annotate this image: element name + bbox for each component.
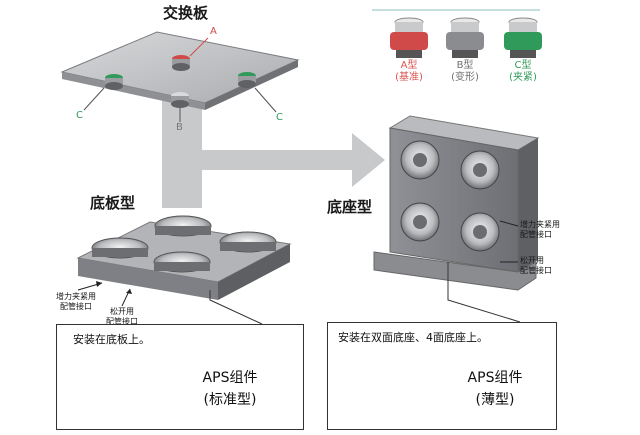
marker-a: A [210,26,217,37]
type-b-sample [446,17,484,58]
type-a-name: (基准) [395,72,423,83]
tower-chuck-3 [400,202,440,242]
flow-arrow [162,100,385,208]
panel-standard-title: APS组件 [202,370,258,386]
port-left-clamp: 增力夹紧用 配管接口 [56,292,96,311]
pin-a [172,55,190,71]
chuck-2 [154,215,212,237]
type-c-name: (夹紧) [509,72,537,83]
type-b-name: (变形) [451,72,479,83]
type-b-code: B型 [456,60,474,71]
marker-c-right: C [276,112,283,123]
baseplate-type-title: 底板型 [90,194,136,212]
type-a-code: A型 [400,60,418,71]
type-c-sample [504,17,542,58]
panel-standard-caption: 安装在底板上。 [73,333,150,346]
base-tower-unit [373,115,540,291]
port-left-release: 松开用 配管接口 [106,307,138,326]
panel-standard-subtitle: (标准型) [203,392,257,408]
marker-c-left: C [76,110,83,121]
type-c-code: C型 [514,60,532,71]
exchange-plate [60,31,300,122]
callout-right [447,262,521,323]
pin-c-left [105,74,123,90]
pin-b [171,92,189,108]
callout-left [209,290,263,325]
chuck-1 [91,237,149,259]
tower-chuck-1 [400,140,440,180]
panel-thin-subtitle: (薄型) [475,392,515,408]
base-type-title: 底座型 [327,198,373,216]
exchange-plate-title: 交换板 [163,4,209,22]
panel-standard: 安装在底板上。 APS组件 (标准型) [56,324,304,430]
port-right-clamp: 增力夹紧用 配管接口 [520,220,560,239]
chuck-3 [219,231,277,253]
type-a-sample [390,17,428,58]
tower-chuck-4 [460,212,500,252]
chuck-4 [153,251,211,273]
baseplate-unit [76,215,292,307]
panel-thin-title: APS组件 [467,370,523,386]
marker-b: B [176,122,183,133]
tower-chuck-2 [460,150,500,190]
port-right-release: 松开用 配管接口 [520,256,552,275]
pin-c-right [238,72,256,88]
panel-thin-caption: 安装在双面底座、4面底座上。 [338,331,488,344]
panel-thin: 安装在双面底座、4面底座上。 APS组件 (薄型) [327,322,557,430]
